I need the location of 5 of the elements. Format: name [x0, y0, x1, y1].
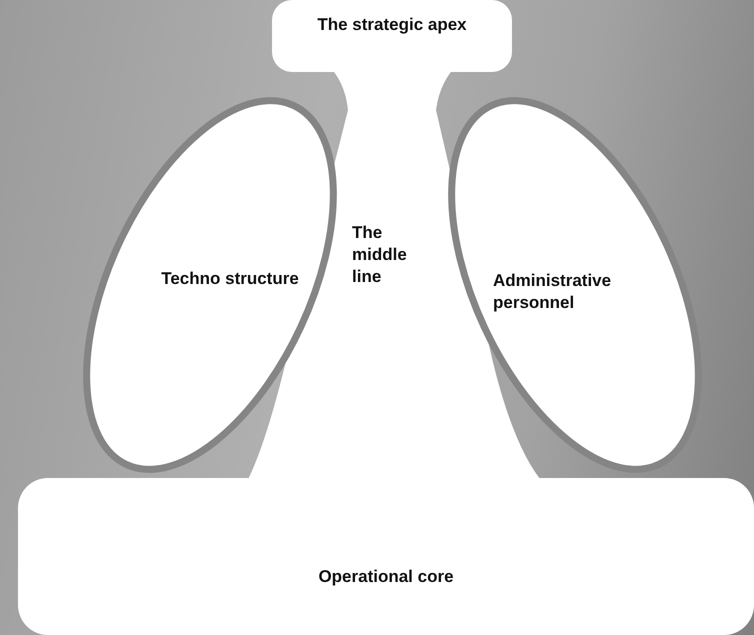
node-label: The middle line [352, 222, 408, 288]
node-label: Administrative personnel [493, 270, 612, 314]
node-label: The strategic apex [316, 14, 468, 36]
node-label: Operational core [317, 566, 455, 588]
node-label: Techno structure [160, 268, 300, 290]
